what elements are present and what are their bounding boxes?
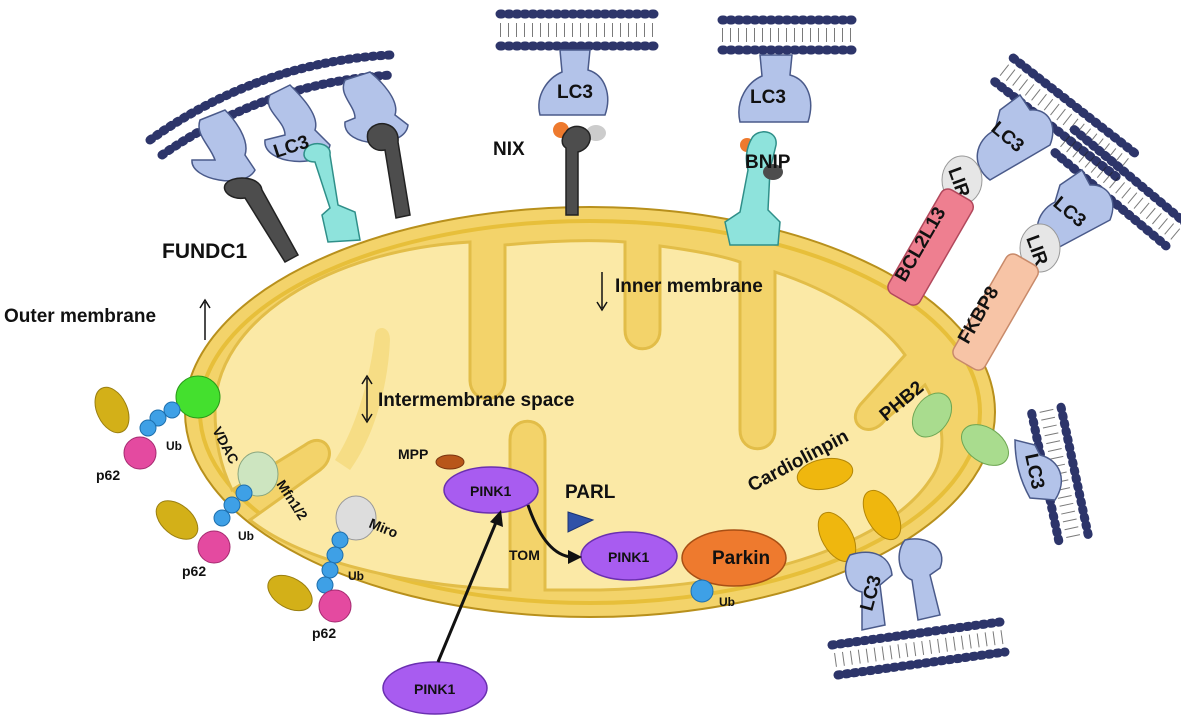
cardiolipin-shape: [862, 489, 902, 541]
arrowhead: [361, 413, 373, 424]
lc3-shape: [264, 84, 331, 163]
mpp-label: MPP: [398, 446, 428, 462]
mfn-shape: [237, 451, 279, 497]
pink1-cytosol-label: PINK1: [414, 681, 455, 697]
crista-left: [335, 328, 390, 470]
bilayer-cardiolipin: [827, 617, 1010, 680]
fundc1-receptor: [366, 122, 411, 219]
p62-partner-miro: [267, 574, 313, 612]
mitochondrion: [184, 206, 996, 618]
arrowhead: [361, 374, 373, 385]
phb2-shape-2: [961, 424, 1009, 466]
pink1-inner: [443, 466, 539, 514]
p62-shape: [123, 436, 157, 470]
cardiolipin-shape: [796, 457, 854, 491]
ub-chain-mfn: [213, 484, 253, 527]
lc3-label-nix: LC3: [557, 82, 593, 103]
ub-label-miro: Ub: [348, 569, 364, 583]
p62-partner-mfn: [155, 500, 199, 540]
p62-label: p62: [96, 467, 120, 483]
ub-parkin: [690, 579, 714, 603]
arrowhead: [490, 510, 503, 527]
miro-shape: [335, 495, 377, 541]
parl-label: PARL: [565, 482, 616, 503]
intermembrane-space-label: Intermembrane space: [378, 390, 574, 411]
bcl2l13-bar: [887, 188, 974, 306]
lc3-shape-cardio: [844, 551, 893, 631]
p62-label-mfn: p62: [182, 563, 206, 579]
grey-dot: [586, 125, 606, 141]
pink1-inner-label: PINK1: [470, 483, 511, 499]
lir-bubble-2: [1019, 223, 1061, 273]
inner-membrane-shape: [213, 239, 944, 592]
bilayer-nix: [495, 9, 660, 51]
p62-label-miro: p62: [312, 625, 336, 641]
arrowhead: [568, 550, 582, 564]
bilayer-bnip: [717, 15, 863, 55]
lc3-shape-bcl2l13: [976, 93, 1054, 181]
nix-label: NIX: [493, 139, 525, 160]
pink1-outer: [580, 531, 678, 581]
lc3-shape: [191, 109, 256, 182]
fkbp8-bar: [952, 253, 1039, 371]
cleavage-arrow: [526, 504, 573, 559]
outer-membrane-label: Outer membrane: [4, 306, 156, 327]
teal-receptor: [303, 143, 361, 243]
lc3-shape-fkbp8: [1036, 168, 1114, 253]
mpp-shape: [435, 454, 465, 470]
vdac-shape: [175, 375, 221, 419]
ub-chain-miro: [316, 531, 349, 594]
tom-label: TOM: [509, 547, 540, 563]
parkin-shape: [681, 529, 787, 587]
ub-label: Ub: [166, 439, 182, 453]
inner-membrane-label: Inner membrane: [615, 276, 763, 297]
lc3-label-bnip: LC3: [750, 87, 786, 108]
ub-label-mfn: Ub: [238, 529, 254, 543]
dark-dot-bnip: [763, 164, 783, 180]
lc3-shape-phb2: [1014, 439, 1063, 501]
fundc1-label: FUNDC1: [162, 240, 247, 263]
arrowhead: [199, 298, 211, 309]
bilayer-bcl2l13: [990, 53, 1140, 182]
ub-parkin-label: Ub: [719, 595, 735, 609]
bnip-receptor: [724, 131, 781, 246]
bnip-label: BNIP: [745, 152, 791, 173]
p62-shape-miro: [318, 589, 352, 623]
phb2-shape: [911, 392, 953, 438]
parl-shape: [567, 511, 595, 533]
import-arrow: [436, 519, 499, 663]
lc3-shape-nix: [538, 49, 609, 116]
fundc1-complex: [191, 71, 411, 263]
pink1-cytosol: [382, 661, 488, 715]
ub-chain-vdac: [139, 401, 181, 437]
arrowhead: [596, 301, 608, 312]
nix-receptor: [561, 125, 591, 216]
fundc1-receptor: [223, 177, 300, 263]
p62-partner: [94, 386, 130, 434]
p62-shape-mfn: [197, 530, 231, 564]
parkin-label: Parkin: [712, 548, 770, 569]
pink1-outer-label: PINK1: [608, 549, 649, 565]
lc3-shape-bnip: [738, 54, 812, 123]
lc3-shape-cardio-2: [898, 538, 943, 621]
